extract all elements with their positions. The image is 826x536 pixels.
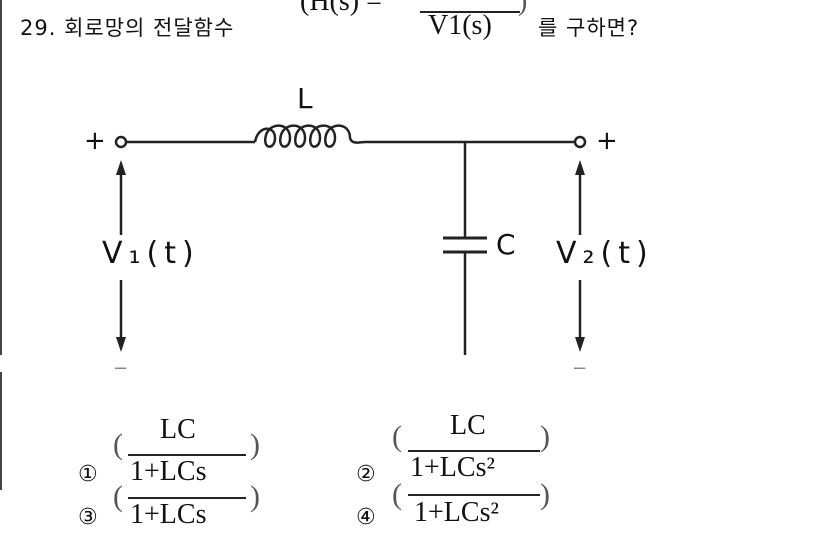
paren: ) (540, 420, 550, 453)
output-plus-sign: + (596, 126, 618, 156)
output-voltage-label: V₂(t) (556, 236, 654, 271)
option-1-denominator: 1+LCs (130, 456, 207, 487)
paren: ( (113, 428, 123, 461)
formula-close: ) (518, 0, 528, 17)
question-suffix: 를 구하면? (538, 16, 640, 40)
option-4-fraction-bar (408, 494, 540, 496)
option-2-fraction-bar (408, 450, 540, 452)
input-voltage-label: V₁(t) (102, 236, 200, 271)
paren: ) (250, 480, 260, 513)
output-terminal (573, 135, 587, 149)
formula-fraction-bar (420, 11, 520, 13)
paren: ) (540, 478, 550, 511)
formula-denominator: V1(s) (428, 10, 492, 41)
input-plus-sign: + (84, 126, 106, 156)
option-1-numerator: LC (160, 414, 196, 445)
option-1-fraction-bar (128, 454, 246, 456)
option-2-numerator: LC (450, 410, 486, 441)
input-minus-sign: − (113, 358, 129, 379)
question-text: 29. 회로망의 전달함수 (20, 16, 235, 40)
capacitor-label: C (496, 228, 516, 261)
option-3-denominator: 1+LCs (130, 499, 207, 530)
paren: ( (392, 478, 402, 511)
option-3-fraction-bar (128, 497, 246, 499)
paren: ) (250, 428, 260, 461)
option-3-marker[interactable]: ③ (78, 505, 98, 530)
option-1-marker[interactable]: ① (78, 462, 98, 487)
output-minus-sign: − (572, 358, 588, 379)
option-2-marker[interactable]: ② (356, 462, 376, 487)
option-2-denominator: 1+LCs² (410, 452, 495, 483)
inductor (253, 124, 366, 148)
inductor-label: L (297, 82, 313, 115)
option-4-marker[interactable]: ④ (356, 505, 376, 530)
left-border-lower (0, 372, 2, 490)
option-4-denominator: 1+LCs² (414, 497, 499, 528)
lc-circuit-diagram (114, 124, 587, 355)
input-terminal (114, 135, 128, 149)
paren: ( (392, 420, 402, 453)
paren: ( (113, 480, 123, 513)
left-border (0, 0, 2, 355)
formula-lhs: (H(s) = (300, 0, 382, 17)
